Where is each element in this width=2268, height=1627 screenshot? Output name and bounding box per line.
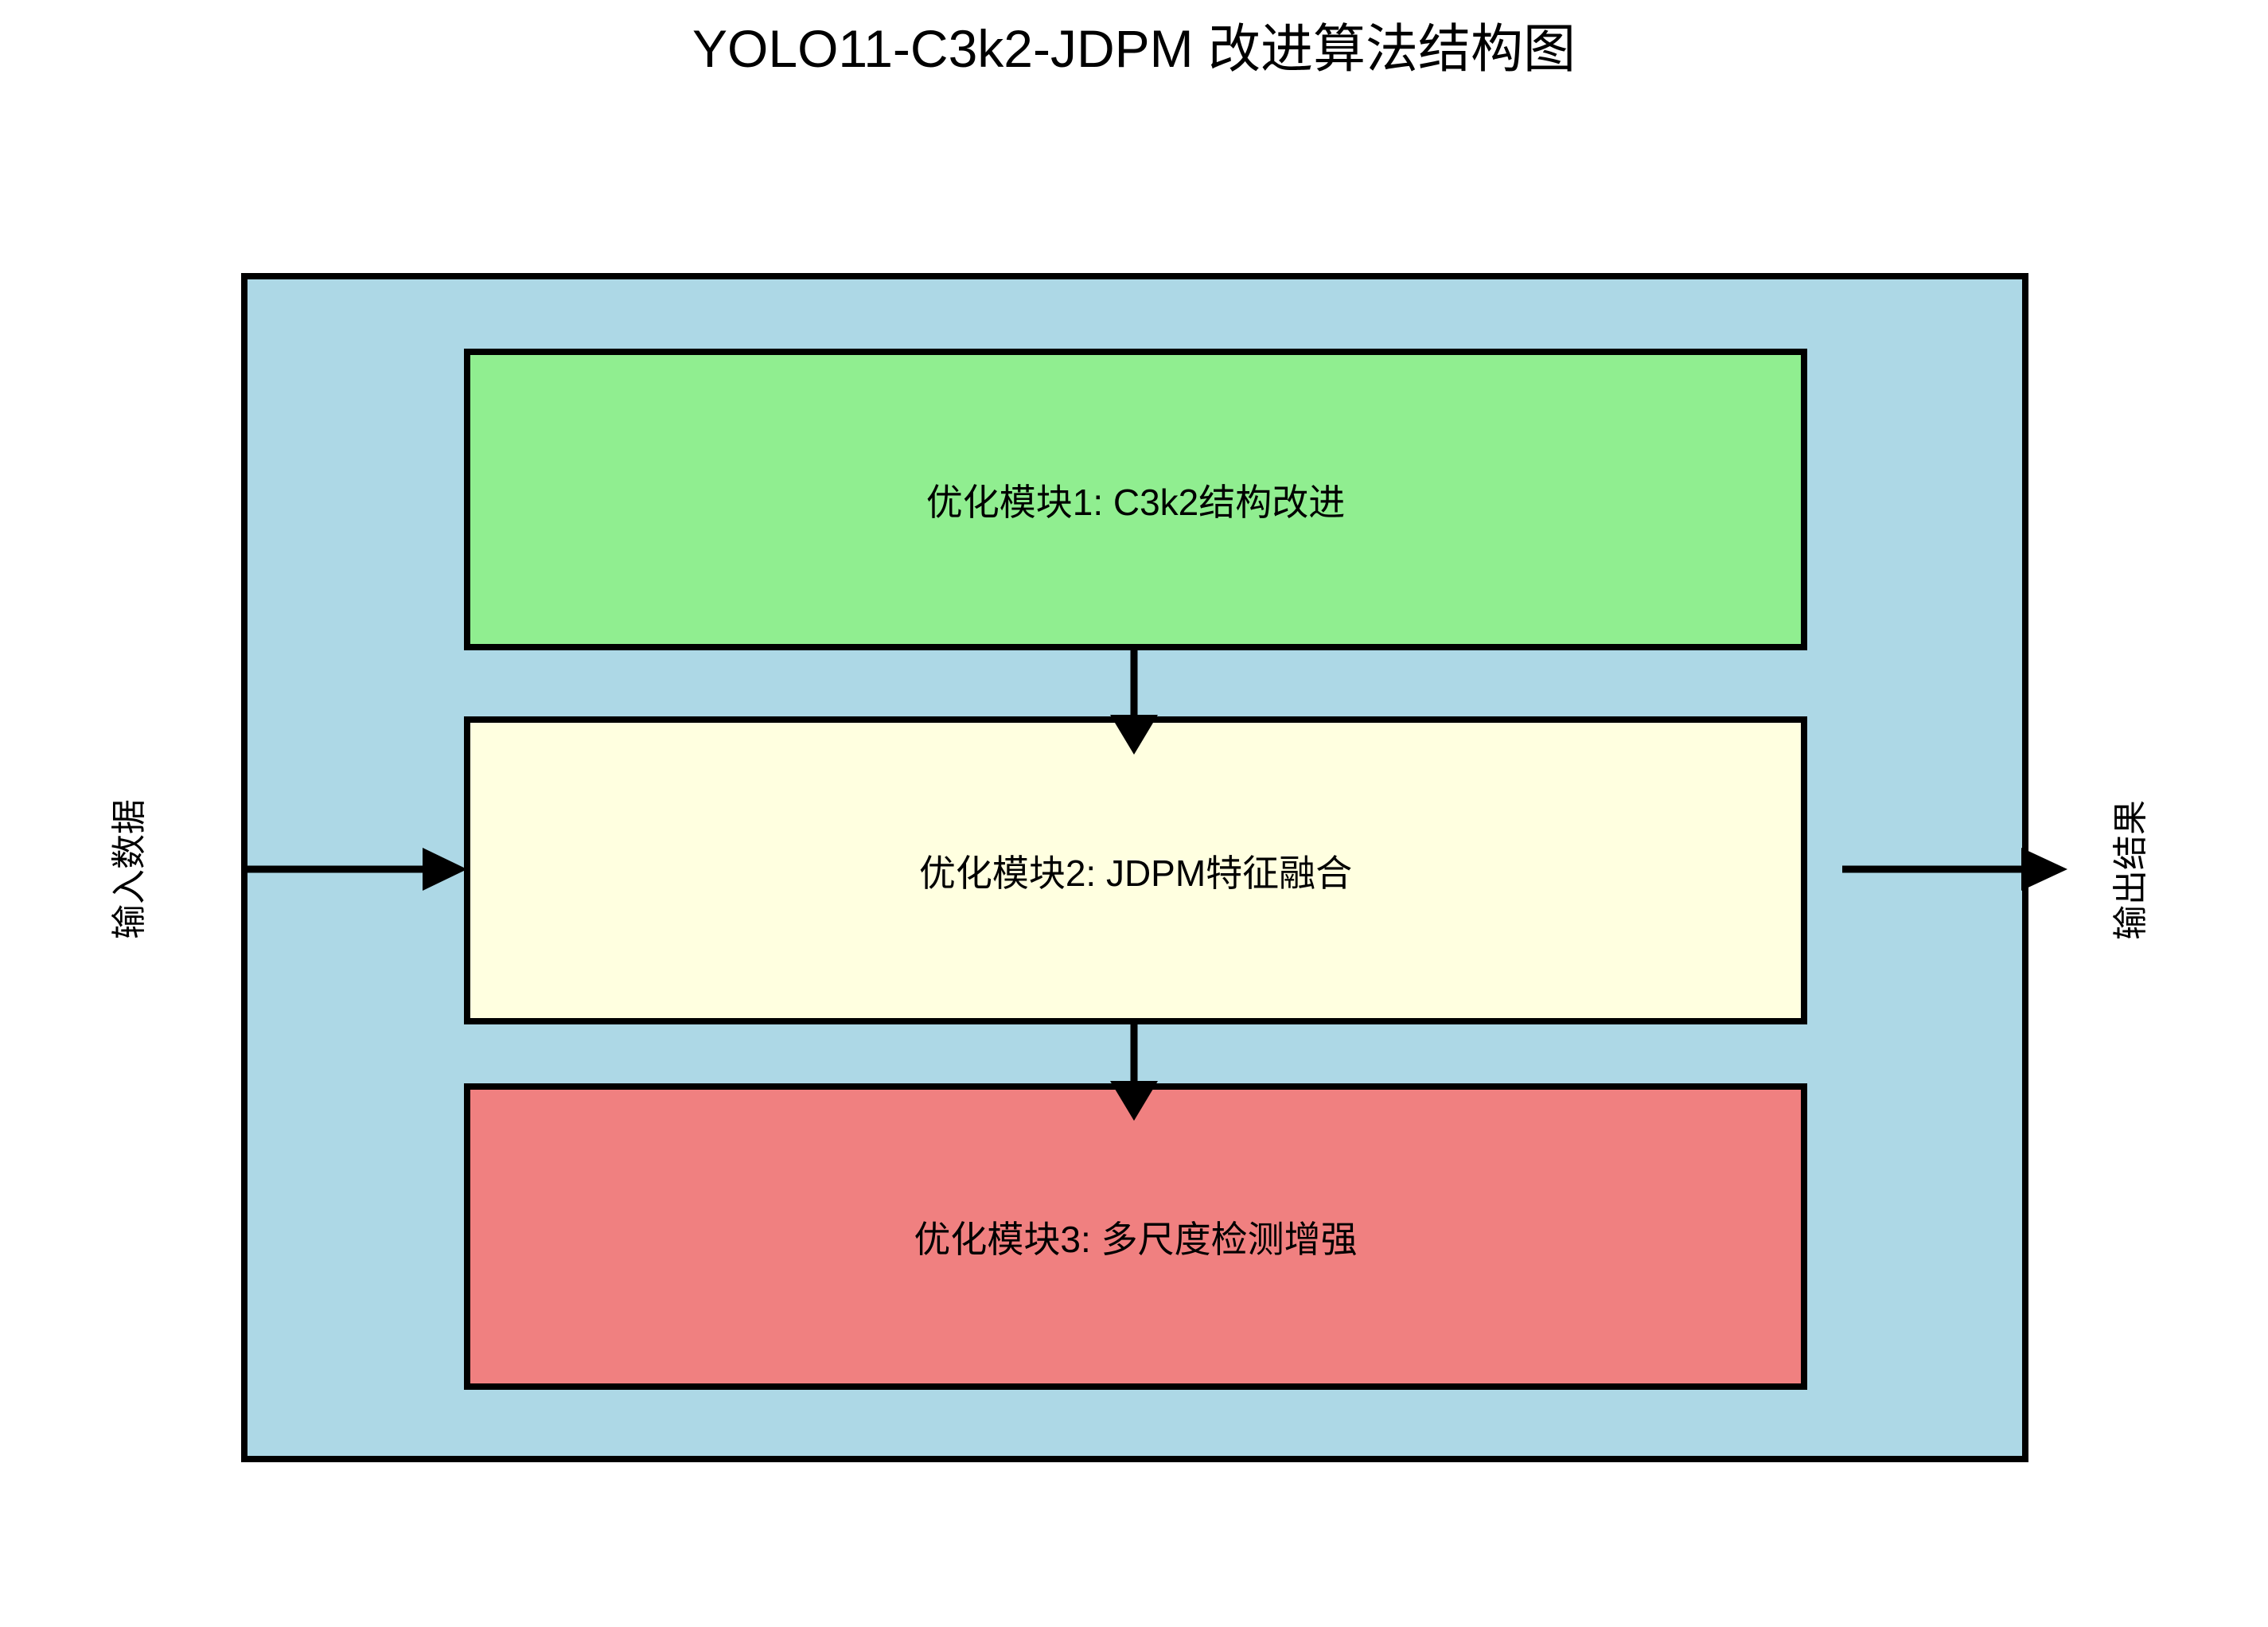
module-label-multiscale: 优化模块3: 多尺度检测增强 [914, 1218, 1358, 1260]
module-box-c3k2: 优化模块1: C3k2结构改进 [464, 349, 1807, 650]
module-label-c3k2: 优化模块1: C3k2结构改进 [926, 481, 1346, 523]
output-result-label: 输出结果 [2111, 800, 2150, 940]
module-box-multiscale: 优化模块3: 多尺度检测增强 [464, 1083, 1807, 1390]
diagram-title: YOLO11-C3k2-JDPM 改进算法结构图 [692, 19, 1576, 78]
module-label-jdpm: 优化模块2: JDPM特征融合 [918, 852, 1353, 894]
input-data-label: 输入数据 [110, 799, 149, 939]
module-box-jdpm: 优化模块2: JDPM特征融合 [464, 716, 1807, 1024]
